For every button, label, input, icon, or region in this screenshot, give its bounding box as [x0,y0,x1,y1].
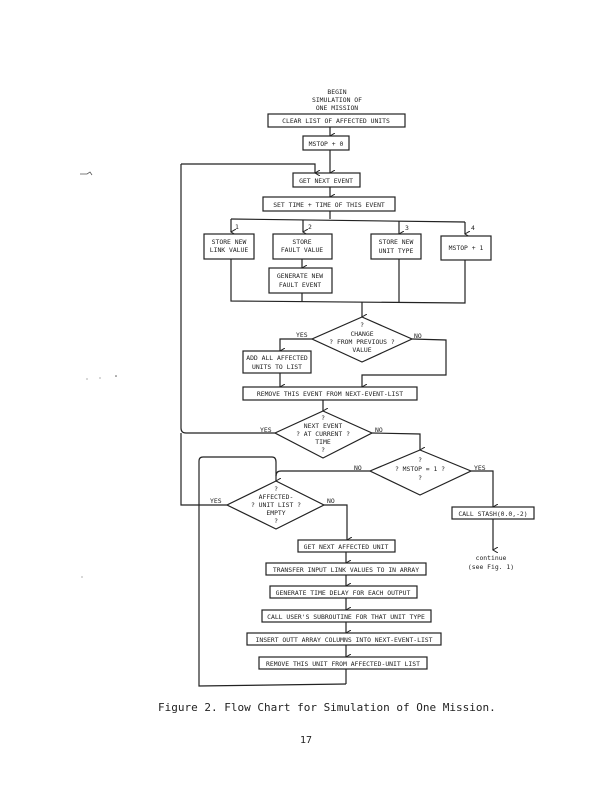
loop-connector [180,164,275,434]
decision-text: ? [360,321,364,329]
box-store-fault-text: STORE [292,238,311,246]
decision-text: NEXT EVENT [304,422,343,430]
no-label: NO [327,497,335,505]
merge-connector [230,259,466,304]
box-get-next-unit-text: GET NEXT AFFECTED UNIT [304,543,389,551]
decision-text: EMPTY [266,509,285,517]
box-insert-outt-text: INSERT OUTT ARRAY COLUMNS INTO NEXT-EVEN… [256,636,433,644]
box-clear-list-text: CLEAR LIST OF AFFECTED UNITS [282,117,390,125]
scan-speck [86,378,88,380]
box-remove-event [242,386,418,401]
yes-label: YES [210,497,222,505]
loop-connector [181,163,315,173]
box-get-next-event [292,172,361,188]
box-store-unit-text: STORE NEW [379,238,414,246]
connector [371,432,420,450]
decision-text: AFFECTED- [259,493,294,501]
yes-label: YES [474,464,486,472]
branch-number: 2 [308,223,312,231]
connector [280,338,312,351]
no-label: NO [354,464,362,472]
decision-text: ? FROM PREVIOUS ? [329,338,395,346]
box-set-time [262,196,396,212]
box-mstop-one-text: MSTOP + 1 [449,244,484,252]
connector [324,504,347,540]
yes-label: YES [296,331,308,339]
box-store-unit-text: UNIT TYPE [379,247,414,255]
no-label: NO [375,426,383,434]
connector [276,470,370,481]
decision-mstop [368,449,473,496]
decision-text: ? [274,485,278,493]
decision-next-event [273,410,374,459]
box-call-user-text: CALL USER'S SUBROUTINE FOR THAT UNIT TYP… [267,613,425,621]
begin-label: SIMULATION OF [312,96,362,104]
box-remove-event-text: REMOVE THIS EVENT FROM NEXT-EVENT-LIST [257,390,403,398]
branch-bar [230,218,466,223]
box-store-link [203,233,255,260]
decision-text: ? UNIT LIST ? [251,501,301,509]
decision-text: ? [418,456,422,464]
decision-text: ? [321,446,325,454]
box-store-fault-text: FAULT VALUE [281,246,323,254]
box-generate-delay [269,585,418,599]
decision-text: ? MSTOP = 1 ? [395,465,445,473]
decision-text: VALUE [352,346,371,354]
scan-speck [80,171,93,176]
connector [362,338,447,387]
box-mstop-zero [302,135,350,151]
decision-text: ? AT CURRENT ? [296,430,350,438]
figure-caption: Figure 2. Flow Chart for Simulation of O… [158,701,496,714]
continue-label: (see Fig. 1) [468,563,514,571]
box-get-next-event-text: GET NEXT EVENT [299,177,353,185]
begin-label: BEGIN [327,88,346,96]
continue-label: continue [476,554,507,562]
decision-text: CHANGE [350,330,373,338]
box-add-affected-text: ADD ALL AFFECTED [246,354,308,362]
box-insert-outt [246,632,442,646]
box-remove-unit-text: REMOVE THIS UNIT FROM AFFECTED-UNIT LIST [266,660,420,668]
branch-number: 3 [405,224,409,232]
box-generate-fault-text: FAULT EVENT [279,281,321,289]
box-remove-unit [258,656,428,670]
page-number: 17 [300,735,312,746]
box-store-unit [370,233,422,260]
branch-number: 1 [235,223,239,231]
box-call-stash-text: CALL STASH(0.0,-2) [458,510,527,518]
box-mstop-one [440,235,492,261]
box-transfer-input-text: TRANSFER INPUT LINK VALUES TO IN ARRAY [273,566,419,574]
decision-affected [225,480,326,530]
box-generate-delay-text: GENERATE TIME DELAY FOR EACH OUTPUT [276,589,411,597]
no-label: NO [414,332,422,340]
box-mstop-zero-text: MSTOP + 0 [309,140,344,148]
box-generate-fault [268,267,333,294]
connector [471,470,493,507]
box-store-link-text: LINK VALUE [210,246,249,254]
decision-text: ? [418,474,422,482]
box-generate-fault-text: GENERATE NEW [277,272,323,280]
decision-text: ? [274,517,278,525]
box-add-affected-text: UNITS TO LIST [252,363,302,371]
loop-connector [198,456,347,687]
box-store-link-text: STORE NEW [212,238,247,246]
box-clear-list [267,113,406,128]
loop-connector [180,433,227,506]
box-add-affected [242,350,312,374]
box-set-time-text: SET TIME + TIME OF THIS EVENT [273,201,385,209]
scan-speck [99,377,101,379]
branch-number: 4 [471,224,475,232]
scan-speck [115,375,117,377]
yes-label: YES [260,426,272,434]
decision-change [310,316,414,363]
box-store-fault [272,233,333,260]
scan-speck [81,576,83,578]
decision-text: ? [321,414,325,422]
decision-text: TIME [315,438,331,446]
begin-label: ONE MISSION [316,104,358,112]
